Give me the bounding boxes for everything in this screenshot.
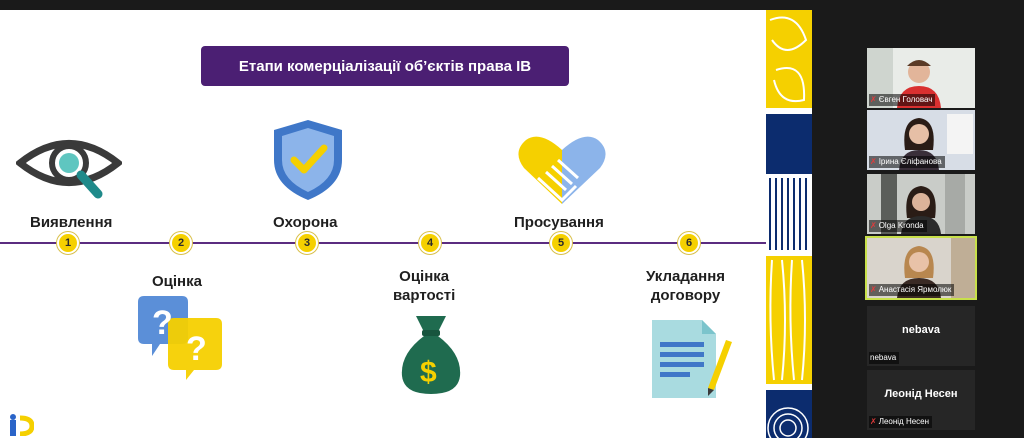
participant-display-name: nebava: [902, 324, 940, 336]
participant-tile[interactable]: ✗Olga Kronda: [867, 174, 975, 234]
stage-dot-3: 3: [296, 232, 318, 254]
stage-dot-4: 4: [419, 232, 441, 254]
timeline-line: [0, 242, 766, 244]
participant-tile[interactable]: ✗Ірина Єліфанова: [867, 110, 975, 170]
stage-dot-6: 6: [678, 232, 700, 254]
money-bag-icon: $: [401, 316, 461, 394]
participant-tile-active-speaker[interactable]: ✗Анастасія Ярмолюк: [865, 236, 977, 300]
participant-display-name: Леонід Несен: [884, 388, 958, 400]
participant-name: Євген Головач: [878, 95, 933, 104]
stage-label-6: Укладання договору: [646, 267, 725, 305]
mic-muted-icon: ✗: [870, 157, 877, 166]
participant-tile[interactable]: nebava nebava: [867, 306, 975, 366]
stage-dot-1: 1: [57, 232, 79, 254]
shield-check-icon: [274, 120, 342, 200]
stage-label-6-line2: договору: [650, 287, 721, 304]
svg-text:?: ?: [152, 304, 173, 342]
handshake-heart-icon: [518, 136, 606, 204]
stage-label-4-line1: Оцінка: [399, 268, 450, 285]
stage-label-1: Виявлення: [30, 214, 113, 231]
stage-dot-2: 2: [170, 232, 192, 254]
mic-muted-icon: ✗: [870, 417, 877, 426]
stage-label-5: Просування: [514, 214, 604, 231]
mic-muted-icon: ✗: [870, 285, 877, 294]
participant-tile[interactable]: ✗Євген Головач: [867, 48, 975, 108]
stage-dot-5: 5: [550, 232, 572, 254]
slide-title: Етапи комерціалізації об’єктів права ІВ: [201, 46, 569, 86]
organization-logo: [10, 414, 34, 436]
participant-tile[interactable]: Леонід Несен ✗Леонід Несен: [867, 370, 975, 430]
contract-document-icon: [652, 320, 732, 398]
stage-label-2: Оцінка: [152, 273, 202, 290]
participant-name: Анастасія Ярмолюк: [878, 285, 952, 294]
svg-text:$: $: [420, 356, 437, 389]
svg-text:?: ?: [186, 330, 207, 368]
eye-magnifier-icon: [16, 140, 122, 199]
question-bubbles-icon: ? ?: [138, 296, 222, 380]
stage-label-4: Оцінка вартості: [393, 267, 455, 305]
mic-muted-icon: ✗: [870, 95, 877, 104]
mic-muted-icon: ✗: [870, 221, 877, 230]
stage-label-4-line2: вартості: [393, 287, 456, 304]
participant-name: Леонід Несен: [878, 417, 930, 426]
decorative-pattern-strip: [766, 10, 812, 438]
shared-slide: Етапи комерціалізації об’єктів права ІВ …: [0, 10, 812, 438]
participant-name: Ірина Єліфанова: [878, 157, 942, 166]
stage-label-6-line1: Укладання: [646, 268, 726, 285]
stage-label-3: Охорона: [273, 214, 338, 231]
participant-name: Olga Kronda: [878, 221, 924, 230]
participant-name: nebava: [870, 353, 897, 362]
